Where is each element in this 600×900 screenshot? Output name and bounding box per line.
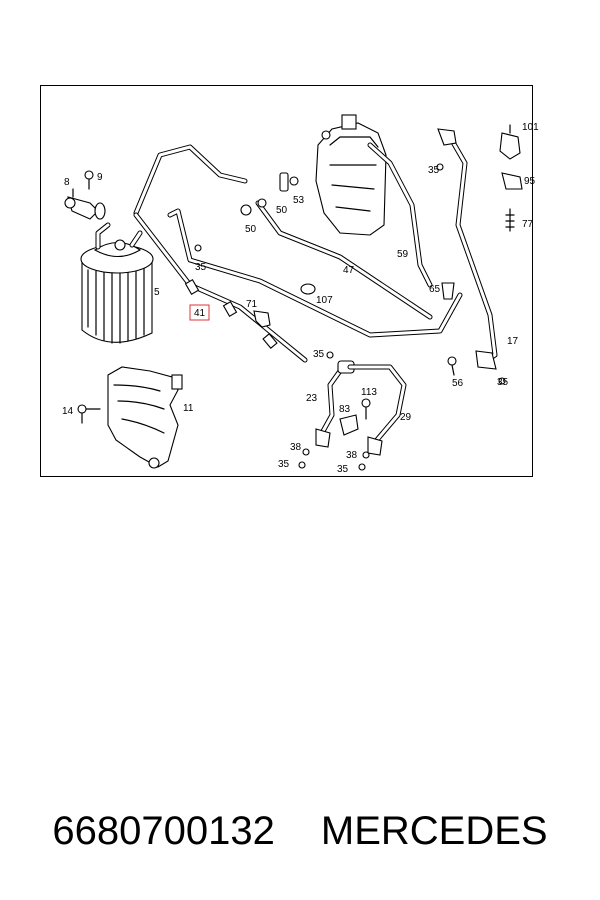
label-35-c: 35 xyxy=(278,459,290,470)
label-14: 14 xyxy=(62,406,74,417)
label-71: 71 xyxy=(246,299,258,310)
brand-name: MERCEDES xyxy=(320,808,548,853)
diagram-svg: 8 9 5 14 11 35 41 71 107 35 23 113 83 29… xyxy=(40,85,539,477)
label-101: 101 xyxy=(522,122,539,133)
label-77: 77 xyxy=(522,219,534,230)
injector-part-77 xyxy=(505,208,515,232)
connector-part-8 xyxy=(64,188,106,220)
bolt-part-56 xyxy=(447,356,457,376)
highlighted-part-41[interactable]: 41 xyxy=(189,304,210,321)
fitting-part-65 xyxy=(441,282,455,300)
pipe-part-23 xyxy=(315,360,355,448)
label-29: 29 xyxy=(400,412,412,423)
label-65: 65 xyxy=(429,284,441,295)
label-59: 59 xyxy=(397,249,409,260)
washers xyxy=(194,163,506,471)
fuel-line-part-41 xyxy=(133,144,308,363)
label-53: 53 xyxy=(293,195,305,206)
part-number: 6680700132 xyxy=(52,808,275,853)
label-9: 9 xyxy=(97,172,103,183)
label-41: 41 xyxy=(194,308,206,319)
label-5: 5 xyxy=(154,287,160,298)
fitting-part-50-53 xyxy=(240,172,299,216)
pipe-part-17 xyxy=(437,128,498,370)
injector-part-95 xyxy=(501,172,523,190)
bolt-part-14 xyxy=(77,404,101,424)
label-50-b: 50 xyxy=(245,224,257,235)
highlight-box xyxy=(189,304,210,321)
label-113: 113 xyxy=(361,387,377,398)
label-8: 8 xyxy=(64,177,70,188)
label-35-a: 35 xyxy=(195,262,207,273)
bracket-part-83 xyxy=(339,414,359,436)
bolt-part-9 xyxy=(84,170,94,190)
label-107: 107 xyxy=(316,295,333,306)
fuel-filter-part xyxy=(80,222,154,344)
label-11: 11 xyxy=(183,403,194,414)
diagram-border xyxy=(40,85,533,477)
fuel-line-part-47 xyxy=(167,200,463,338)
clip-part-107 xyxy=(300,283,316,295)
label-35-b: 35 xyxy=(313,349,325,360)
part-caption: 6680700132 MERCEDES xyxy=(0,796,600,866)
bolt-part-113 xyxy=(361,398,371,420)
bracket-part-11 xyxy=(107,366,183,469)
parts-diagram: 8 9 5 14 11 35 41 71 107 35 23 113 83 29… xyxy=(40,85,539,477)
label-38-b: 38 xyxy=(346,450,358,461)
label-47: 47 xyxy=(343,265,355,276)
label-35-d: 35 xyxy=(337,464,349,475)
label-35-f: 35 xyxy=(497,377,509,388)
clip-part-71 xyxy=(253,310,271,328)
label-23: 23 xyxy=(306,393,318,404)
label-95: 95 xyxy=(524,176,536,187)
injector-part-101 xyxy=(499,124,521,160)
label-56: 56 xyxy=(452,378,464,389)
label-17: 17 xyxy=(507,336,519,347)
label-83: 83 xyxy=(339,404,351,415)
label-38-a: 38 xyxy=(290,442,302,453)
pipe-part-29 xyxy=(347,364,407,456)
housing-part-59 xyxy=(315,114,433,288)
label-35-e: 35 xyxy=(428,165,440,176)
label-50-a: 50 xyxy=(276,205,288,216)
